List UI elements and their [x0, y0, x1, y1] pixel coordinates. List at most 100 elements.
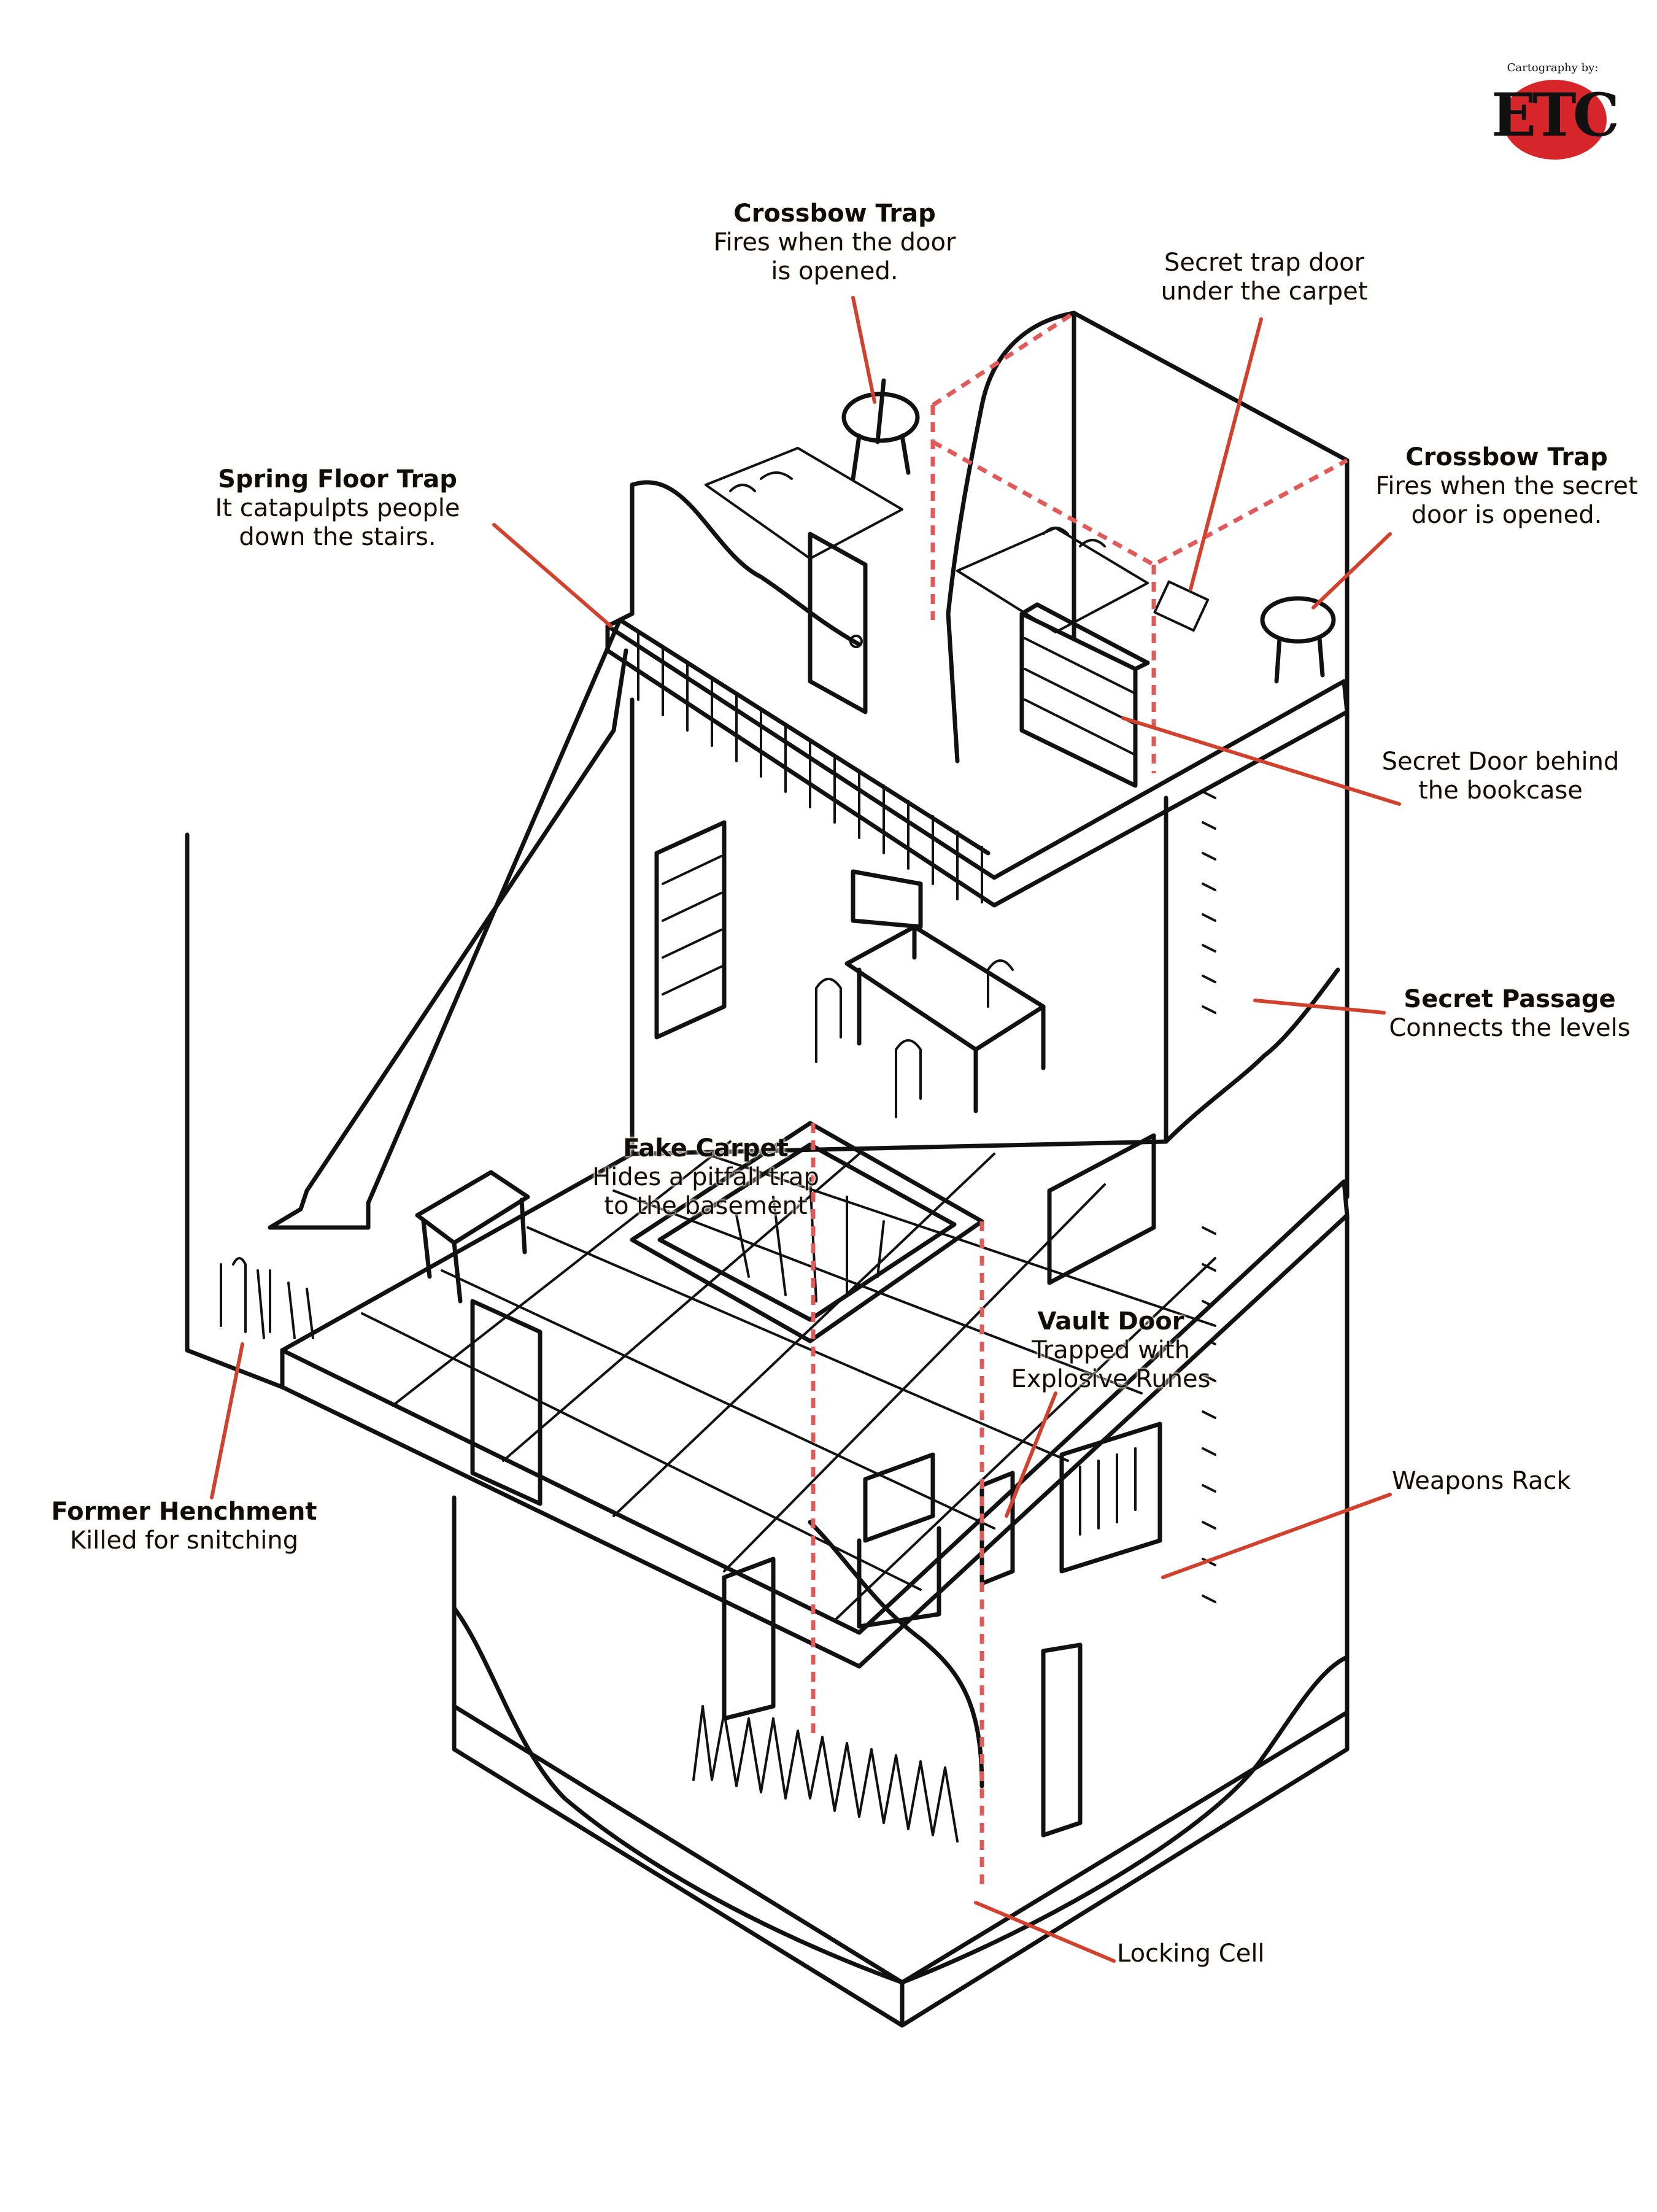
label-line: Secret Door behind — [1381, 748, 1620, 776]
label-line: under the carpet — [1161, 277, 1368, 306]
label-former-henchment: Former Henchment Killed for snitching — [49, 1498, 319, 1555]
label-line: Hides a pitfall trap — [592, 1163, 819, 1192]
label-line: door is opened. — [1411, 501, 1602, 530]
chair-3 — [987, 959, 1014, 1008]
leader-locking-cell — [974, 1901, 1116, 1963]
top-left-curved-wall — [630, 480, 862, 647]
leader-vault-door — [1005, 1391, 1057, 1518]
cartographer-logo: Cartography by: ETC — [1491, 61, 1620, 160]
secret-passage-curve — [1164, 967, 1340, 1144]
middle-door — [470, 1299, 543, 1506]
label-line: to the basement — [604, 1192, 808, 1221]
label-fake-carpet: Fake Carpet Hides a pitfall trap to the … — [583, 1134, 829, 1221]
railing-top — [617, 617, 991, 856]
middle-bookcase — [654, 820, 727, 1040]
logo-caption: Cartography by: — [1507, 61, 1599, 74]
label-title: Secret Passage — [1404, 985, 1616, 1013]
leader-spring-floor-trap — [492, 523, 612, 628]
staircase — [268, 617, 628, 1230]
label-crossbow-trap-secret: Crossbow Trap Fires when the secret door… — [1365, 443, 1648, 530]
logo-disc — [1502, 80, 1607, 160]
label-locking-cell: Locking Cell — [1117, 1939, 1265, 1968]
label-title: Crossbow Trap — [733, 199, 936, 228]
label-line: Secret trap door — [1164, 249, 1365, 277]
railing-balusters — [637, 631, 983, 903]
label-title: Crossbow Trap — [1405, 443, 1608, 471]
bookcase — [1019, 602, 1150, 788]
basement — [452, 1213, 1350, 2028]
weapons-on-rack — [1079, 1447, 1137, 1536]
label-line: It catapulpts people — [215, 494, 460, 523]
trap-door-carpet — [1153, 580, 1210, 632]
label-line: Locking Cell — [1117, 1939, 1265, 1968]
label-crossbow-trap-door: Crossbow Trap Fires when the door is ope… — [706, 199, 964, 287]
label-line: the bookcase — [1418, 776, 1583, 805]
pitfall-shaft-lines — [735, 1177, 885, 1302]
leader-secret-trap-door — [1189, 317, 1263, 591]
top-floor-slab — [605, 624, 1350, 908]
bed-left — [705, 447, 903, 560]
label-line: is opened. — [771, 257, 898, 286]
dining-table — [844, 924, 1046, 1052]
crossbow-trap-2-legs — [1274, 636, 1325, 684]
top-door — [808, 532, 868, 714]
bookcase-shelves — [1024, 637, 1137, 756]
basement-front-edge-left — [452, 1704, 905, 2028]
stair-handrail — [366, 617, 622, 1205]
top-back-wall-right — [1072, 311, 1350, 678]
door-knob — [849, 635, 863, 648]
label-line: Fires when the secret — [1375, 472, 1638, 501]
crossbow-trap-1-legs — [851, 378, 911, 481]
chair-1 — [815, 978, 842, 1063]
pitfall-spikes — [692, 1705, 959, 1843]
middle-floor — [280, 673, 1350, 1669]
label-line: Trapped with — [1032, 1336, 1190, 1365]
label-title: Fake Carpet — [623, 1134, 789, 1162]
leader-lines — [210, 296, 1401, 1963]
couch — [1047, 1133, 1156, 1285]
weapons-rack — [1059, 1421, 1162, 1574]
leader-weapons-rack — [1161, 1493, 1392, 1579]
leader-crossbow-trap-door — [851, 296, 876, 404]
cell-bars — [1041, 1642, 1083, 1838]
dash-top-1 — [932, 311, 1075, 407]
leader-crossbow-trap-secret — [1311, 532, 1392, 609]
label-vault-door: Vault Door Trapped with Explosive Runes — [1006, 1307, 1215, 1394]
cell-door — [722, 1557, 776, 1721]
small-table — [415, 1170, 530, 1304]
label-secret-passage: Secret Passage Connects the levels — [1375, 985, 1645, 1043]
label-title: Spring Floor Trap — [218, 465, 457, 493]
label-secret-door-bookcase: Secret Door behind the bookcase — [1372, 748, 1629, 805]
label-spring-floor-trap: Spring Floor Trap It catapulpts people d… — [203, 465, 473, 552]
vault — [857, 1452, 941, 1629]
label-line: Fires when the door — [713, 228, 956, 257]
label-line: Explosive Runes — [1011, 1365, 1211, 1394]
secret-passage-ladder — [1202, 791, 1216, 1603]
leader-secret-passage — [1253, 999, 1386, 1015]
dining-table-legs — [857, 924, 1046, 1113]
leader-secret-door-bookcase — [1121, 716, 1401, 806]
stair-base — [268, 1201, 371, 1230]
outside-area — [185, 832, 314, 1390]
label-weapons-rack: Weapons Rack — [1392, 1467, 1571, 1496]
label-line: Killed for snitching — [69, 1526, 299, 1555]
leader-former-henchment — [210, 1342, 244, 1499]
stairs-profile — [268, 648, 628, 1230]
label-line: down the stairs. — [239, 523, 436, 552]
top-floor — [605, 311, 1350, 908]
basement-cutaway-curve — [452, 1606, 1350, 1985]
secret-path-markers — [811, 311, 1348, 1890]
crossbow-trap-2-table — [1260, 596, 1336, 644]
henchman-corpse-and-grass — [220, 1257, 314, 1339]
basement-inner-curve — [808, 1520, 984, 1789]
top-divider-wall-curved — [946, 311, 1076, 764]
label-secret-trap-door: Secret trap door under the carpet — [1154, 249, 1375, 306]
label-title: Vault Door — [1037, 1307, 1184, 1336]
fake-carpet-inner — [657, 1142, 957, 1322]
label-line: Weapons Rack — [1392, 1467, 1571, 1495]
chair-2 — [895, 1039, 922, 1118]
middle-bookcase-shelves — [662, 855, 722, 996]
outer-left-wall — [185, 832, 285, 1390]
dash-top-3 — [932, 439, 1348, 567]
